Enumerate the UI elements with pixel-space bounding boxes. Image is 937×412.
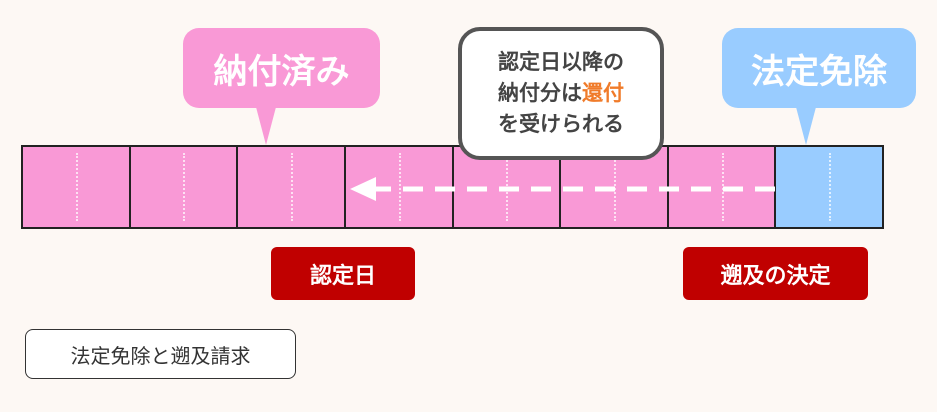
- note-line-2: 納付分は還付: [462, 78, 660, 109]
- note-highlight: 還付: [582, 81, 624, 105]
- refund-arrow: [350, 177, 775, 201]
- paid-cell: [23, 147, 131, 227]
- paid-bubble: 納付済み: [183, 28, 380, 108]
- arrow-head-icon: [350, 177, 376, 201]
- refund-note: 認定日以降の 納付分は還付 を受けられる: [458, 27, 664, 160]
- exempt-cell: [776, 147, 882, 227]
- retroactive-decision-label: 遡及の決定: [683, 247, 868, 300]
- paid-label: 納付済み: [213, 51, 350, 92]
- note-line-3: を受けられる: [498, 112, 624, 136]
- paid-cell: [130, 147, 239, 227]
- note-line-1: 認定日以降の: [498, 50, 624, 74]
- paid-cell: [668, 147, 777, 227]
- exempt-bubble-tail: [796, 107, 816, 145]
- paid-cell: [238, 147, 346, 227]
- exempt-bubble: 法定免除: [722, 28, 916, 108]
- exempt-label: 法定免除: [751, 51, 887, 92]
- paid-bubble-tail: [256, 107, 276, 145]
- note-text: 納付分は: [498, 81, 582, 105]
- recognition-date-label: 認定日: [271, 247, 415, 300]
- diagram-title: 法定免除と遡及請求: [25, 329, 296, 379]
